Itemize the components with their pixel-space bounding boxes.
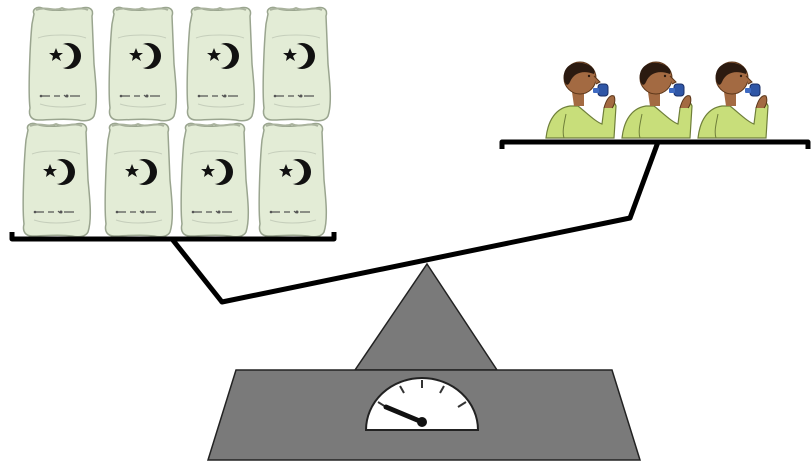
flour-sack — [258, 122, 328, 238]
right-pan — [499, 139, 811, 149]
right-pan-arm — [627, 141, 661, 219]
left-pan-sacks — [22, 6, 332, 238]
balance-beam — [219, 215, 633, 305]
flour-sack — [108, 6, 178, 122]
flour-sack — [22, 122, 92, 238]
flour-sack — [262, 6, 332, 122]
person-with-inhaler — [621, 61, 693, 139]
flour-sack — [104, 122, 174, 238]
gauge-needle — [383, 404, 425, 425]
scale-gauge — [364, 377, 480, 431]
person-with-inhaler — [545, 61, 617, 139]
fulcrum — [353, 262, 499, 371]
flour-sack — [180, 122, 250, 238]
left-pan-arm — [170, 237, 224, 304]
right-pan-people — [545, 61, 769, 139]
flour-sack — [28, 6, 98, 122]
gauge-pivot — [417, 417, 427, 427]
flour-sack — [186, 6, 256, 122]
person-with-inhaler — [697, 61, 769, 139]
